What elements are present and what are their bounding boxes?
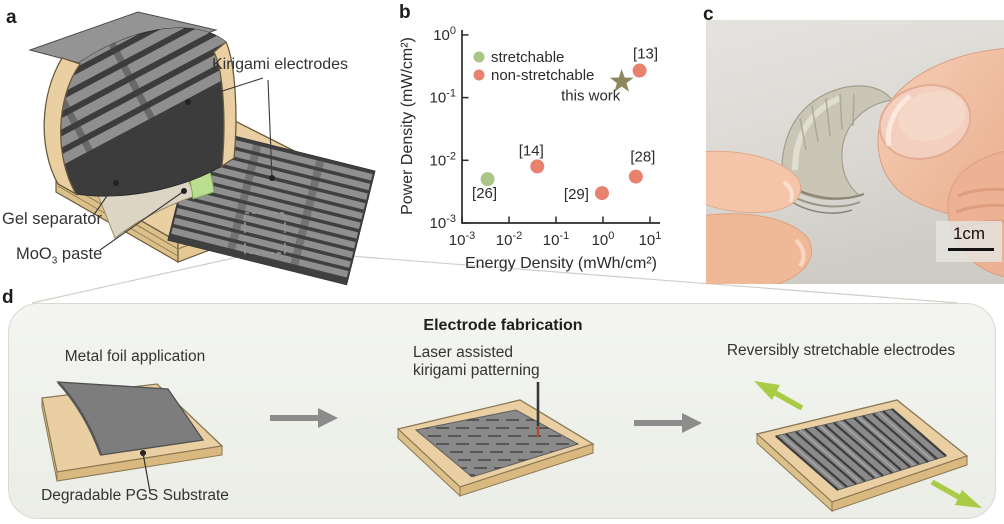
point-28 [628, 169, 643, 184]
moo3-paste-label: MoO3 paste [16, 245, 103, 267]
top-kirigami-flap [28, 11, 237, 197]
panel-b-letter: b [399, 2, 411, 23]
bending-demo-photo [706, 20, 1004, 284]
scale-bar-backplate [936, 221, 1002, 262]
annotation-lines [92, 77, 273, 251]
y-tick-label: 10-1 [430, 88, 456, 107]
stretch-arrow-downright [930, 479, 982, 508]
point-this-work-label: this work [561, 88, 621, 105]
electrode-fabrication-title: Electrode fabrication [423, 317, 583, 334]
gel-separator-label: Gel separator [2, 210, 102, 228]
x-axis-title: Energy Density (mWh/cm²) [465, 255, 657, 272]
legend-label-stretchable: stretchable [491, 49, 564, 66]
supercapacitor-schematic [28, 11, 376, 286]
point-14 [530, 159, 545, 174]
point-29 [594, 186, 609, 201]
kirigami-electrodes-label: Kirigami electrodes [212, 56, 349, 73]
scale-bar-label: 1cm [952, 224, 986, 243]
process-arrow-2 [634, 413, 702, 433]
magnified-region-box [244, 212, 286, 254]
left-index-finger [706, 150, 802, 214]
y-tick-label: 10-2 [430, 150, 456, 169]
step1-label: Metal foil application [64, 348, 206, 365]
x-tick-label: 100 [592, 230, 615, 249]
point-this-work [609, 69, 634, 92]
left-thumb [706, 213, 812, 284]
x-tick-label: 10-2 [496, 230, 522, 249]
legend-marker-non-stretchable [473, 69, 485, 81]
process-arrow-1 [270, 408, 338, 428]
point-26-label: [26] [472, 185, 497, 202]
power-energy-scatter-chart: 10-3 10-2 10-1 100 101 10-3 10-2 10-1 100Energy … [399, 25, 662, 272]
laser-patterning-illustration [396, 382, 595, 498]
annotation-dots [113, 99, 275, 194]
point-13-label: [13] [633, 46, 658, 63]
panel-c-letter: c [703, 4, 714, 25]
point-29-label: [29] [564, 186, 589, 203]
metal-foil-illustration [41, 381, 224, 493]
stretchable-electrode-illustration [754, 381, 982, 513]
point-26 [480, 172, 495, 187]
step3-label: Reversibly stretchable electrodes [726, 342, 956, 359]
y-tick-label: 100 [433, 25, 456, 44]
pgs-substrate-label: Degradable PGS Substrate [41, 487, 229, 504]
step2-label: Laser assisted kirigami patterning [413, 344, 540, 380]
point-14-label: [14] [519, 142, 544, 159]
legend-marker-stretchable [473, 51, 485, 63]
x-tick-label: 10-3 [449, 230, 475, 249]
scale-bar-line [948, 248, 994, 251]
x-tick-label: 10-1 [543, 230, 569, 249]
panel-d-letter: d [2, 287, 14, 308]
y-tick-label: 10-3 [430, 213, 456, 232]
legend-label-non-stretchable: non-stretchable [491, 67, 594, 84]
stretch-arrow-upleft [754, 381, 804, 411]
point-13 [632, 63, 647, 78]
panel-a-letter: a [6, 7, 17, 28]
x-tick-label: 101 [639, 230, 662, 249]
y-axis-title: Power Density (mW/cm²) [399, 37, 416, 215]
point-28-label: [28] [630, 149, 655, 166]
